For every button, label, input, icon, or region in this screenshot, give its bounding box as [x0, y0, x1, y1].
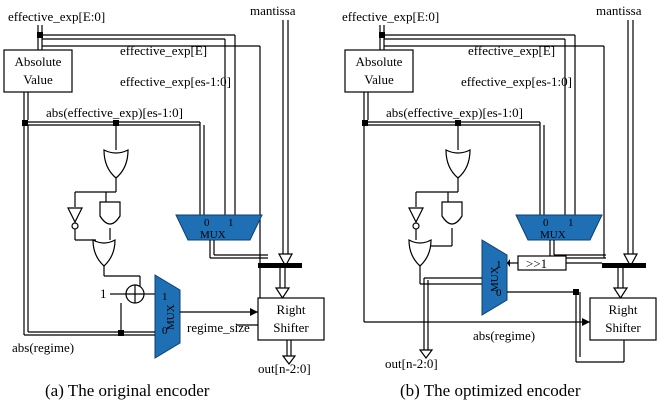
svg-text:1: 1 [228, 217, 234, 229]
label-effective-exp-es: effective_exp[es-1:0] [120, 74, 231, 89]
svg-text:0: 0 [543, 217, 549, 229]
label-mantissa: mantissa [250, 3, 296, 18]
svg-text:1: 1 [162, 291, 168, 303]
or-gate-bottom [92, 238, 116, 267]
label-mantissa-b: mantissa [596, 3, 642, 18]
absolute-value-block-b [344, 49, 414, 93]
or-gate-top [103, 149, 129, 179]
svg-text:Right: Right [277, 302, 306, 317]
right-shifter-block [257, 297, 325, 341]
svg-text:>>1: >>1 [526, 256, 547, 271]
mux-side-b [481, 239, 508, 316]
inverter-b [408, 207, 424, 224]
junction [37, 32, 43, 38]
caption-left: (a) The original encoder [45, 381, 210, 400]
caption-right: (b) The optimized encoder [400, 381, 581, 400]
label-abs-es: abs(effective_exp)[es-1:0] [46, 105, 183, 120]
optimized-encoder-diagram: effective_exp[E:0] mantissa effective_ex… [342, 3, 657, 400]
label-effective-exp-e: effective_exp[E] [120, 43, 207, 58]
label-effective-exp-all: effective_exp[E:0] [8, 9, 105, 24]
concat-bar [258, 263, 302, 268]
mux-side [154, 274, 181, 359]
or-gate-top-b [445, 149, 471, 179]
and-gate [99, 201, 121, 225]
svg-text:MUX: MUX [489, 266, 501, 292]
label-out-b: out[n-2:0] [385, 356, 438, 371]
mux-main-b [515, 214, 603, 241]
or-gate-bottom-b [408, 238, 432, 267]
inverter [67, 207, 83, 224]
svg-text:1: 1 [100, 286, 107, 301]
label-regime-size: regime_size [187, 320, 250, 335]
svg-text:Absolute: Absolute [356, 54, 403, 69]
svg-text:0: 0 [204, 217, 210, 229]
svg-text:Value: Value [23, 72, 53, 87]
original-encoder-diagram: effective_exp[E:0] mantissa effective_ex… [3, 3, 325, 400]
svg-text:1: 1 [568, 217, 574, 229]
absolute-value-block [3, 49, 73, 93]
label-abs-regime-b: abs(regime) [473, 328, 535, 343]
svg-text:0: 0 [162, 325, 168, 337]
right-shifter-block-b [589, 297, 657, 341]
concat-bar-b [602, 263, 646, 268]
svg-text:Right: Right [609, 302, 638, 317]
svg-text:MUX: MUX [200, 229, 226, 241]
label-abs-regime: abs(regime) [12, 340, 74, 355]
label-effective-exp-e-b: effective_exp[E] [468, 43, 555, 58]
svg-text:1: 1 [496, 259, 502, 271]
label-effective-exp-es-b: effective_exp[es-1:0] [461, 74, 572, 89]
svg-text:Shifter: Shifter [605, 320, 641, 335]
svg-text:Shifter: Shifter [273, 320, 309, 335]
label-effective-exp-all-b: effective_exp[E:0] [342, 9, 439, 24]
mux-main [175, 214, 263, 241]
label-out: out[n-2:0] [258, 361, 311, 376]
svg-text:0: 0 [496, 287, 502, 299]
svg-text:MUX: MUX [540, 229, 566, 241]
and-gate-b [441, 201, 463, 225]
svg-text:Absolute: Absolute [15, 54, 62, 69]
svg-text:MUX: MUX [165, 304, 177, 330]
label-abs-es-b: abs(effective_exp)[es-1:0] [386, 105, 523, 120]
svg-text:Value: Value [364, 72, 394, 87]
